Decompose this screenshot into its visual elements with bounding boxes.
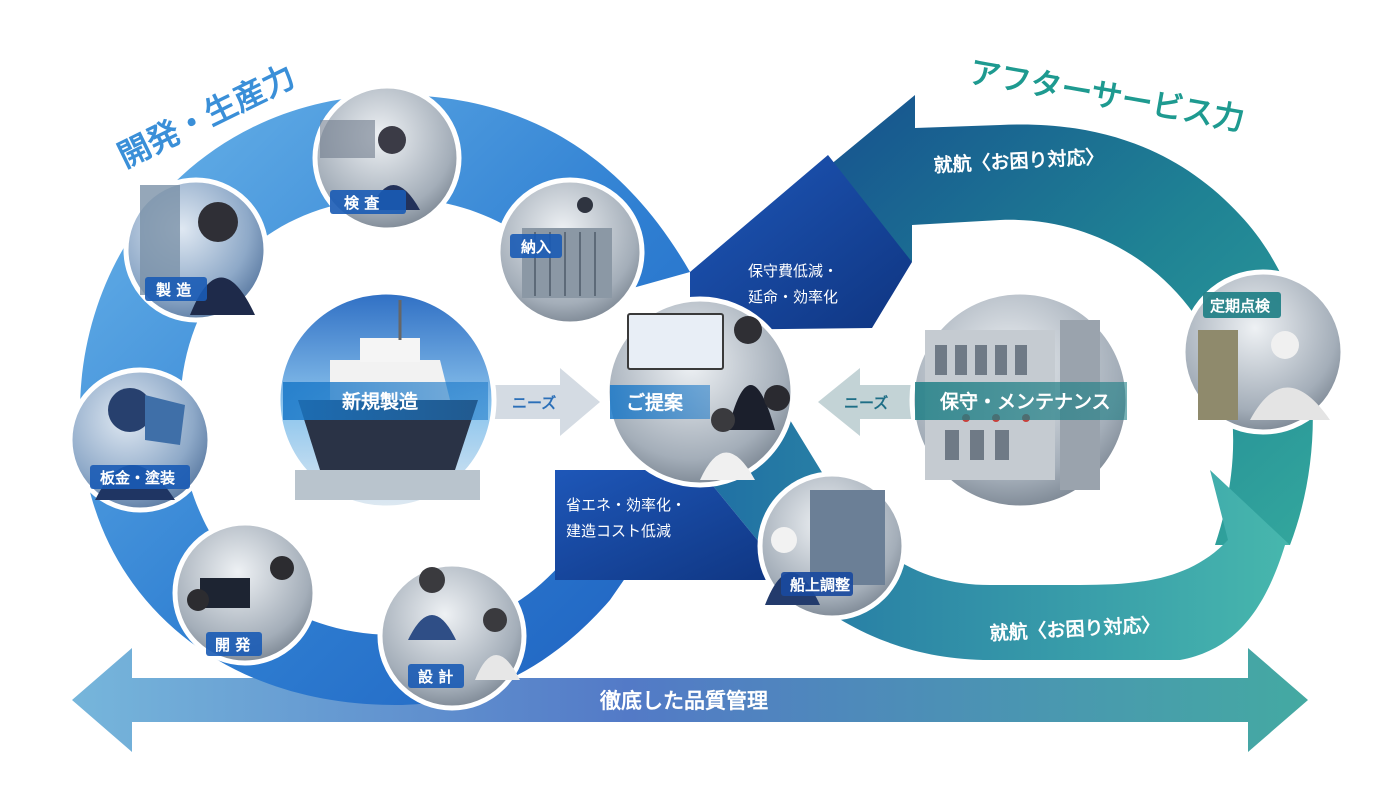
stage-maintenance: 保守・メンテナンス <box>909 289 1131 511</box>
maintenance-label: 保守・メンテナンス <box>939 390 1111 413</box>
stage-manufacturing: 製 造 <box>123 177 269 323</box>
delivery-label: 納入 <box>521 238 551 256</box>
stage-proposal: ご提案 <box>604 296 796 488</box>
onboard-adjustment-label: 船上調整 <box>790 576 850 594</box>
center-crossing <box>555 155 912 580</box>
manufacturing-label: 製 造 <box>155 281 191 299</box>
note-lower-line2: 建造コスト低減 <box>566 522 671 540</box>
needs-arrow-right: ニーズ <box>818 368 920 436</box>
stage-new-construction: 新規製造 <box>275 289 497 511</box>
needs-label-right: ニーズ <box>844 394 888 412</box>
stage-inspection: 検 査 <box>312 83 462 233</box>
stage-sheet-metal-painting: 板金・塗装 <box>67 367 213 513</box>
development-label: 開 発 <box>215 636 251 654</box>
welding-label: 板金・塗装 <box>100 469 176 487</box>
proposal-label: ご提案 <box>626 391 684 414</box>
note-upper-line1: 保守費低減・ <box>748 262 838 280</box>
stage-development: 開 発 <box>172 520 318 666</box>
note-lower: 省エネ・効率化・ 建造コスト低減 <box>566 496 686 540</box>
stage-design: 設 計 <box>377 561 527 711</box>
note-upper-line2: 延命・効率化 <box>748 288 838 306</box>
needs-arrow-left: ニーズ <box>490 368 600 436</box>
quality-control-bar <box>72 648 1308 752</box>
note-upper: 保守費低減・ 延命・効率化 <box>748 262 838 306</box>
stage-onboard-adjustment: 船上調整 <box>757 471 907 621</box>
quality-control-label: 徹底した品質管理 <box>599 689 768 713</box>
stage-delivery: 納入 <box>495 177 645 327</box>
design-label: 設 計 <box>418 668 453 686</box>
new-construction-label: 新規製造 <box>342 390 419 413</box>
needs-label-left: ニーズ <box>512 394 556 412</box>
note-lower-line1: 省エネ・効率化・ <box>566 496 686 514</box>
periodic-inspection-label: 定期点検 <box>1210 297 1271 315</box>
stage-periodic-inspection: 定期点検 <box>1180 269 1346 435</box>
inspection-label: 検 査 <box>344 194 380 212</box>
